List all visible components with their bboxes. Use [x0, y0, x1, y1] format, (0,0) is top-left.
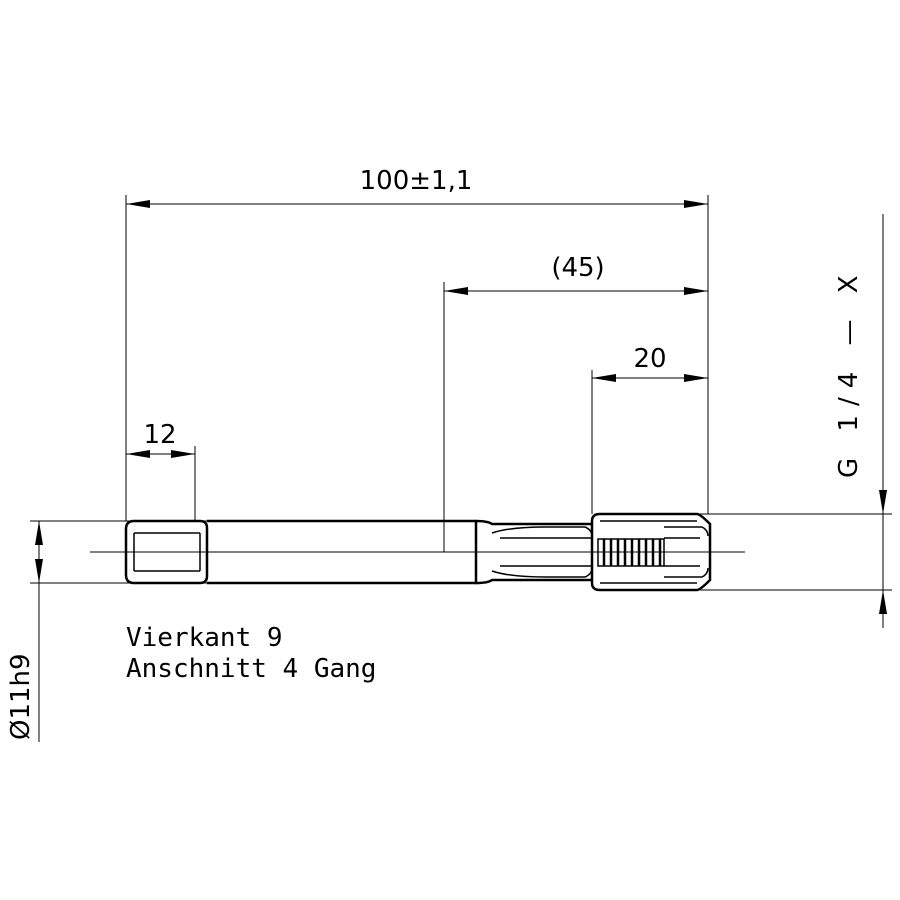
- thread-section: [590, 512, 712, 592]
- note-square-size: Vierkant 9: [126, 623, 283, 653]
- dim-shank-section: (45): [443, 253, 709, 552]
- dim-thread-length-label: 20: [633, 344, 666, 374]
- dim-square-length-label: 12: [143, 420, 176, 450]
- shank: [207, 519, 478, 585]
- dim-square-length: 12: [126, 420, 196, 521]
- notes: Vierkant 9 Anschnitt 4 Gang: [126, 623, 376, 684]
- flute-upper: [491, 526, 593, 537]
- note-chamfer: Anschnitt 4 Gang: [126, 654, 376, 684]
- thread-teeth: [597, 538, 665, 567]
- dim-overall-length-label: 100±1,1: [360, 166, 473, 196]
- dim-shank-diameter: Ø11h9: [6, 520, 207, 742]
- dim-thread-length: 20: [591, 344, 709, 514]
- dim-shank-diameter-label: Ø11h9: [6, 653, 36, 740]
- tap-body: [124, 512, 712, 592]
- dim-overall-length: 100±1,1: [125, 166, 709, 521]
- dim-thread-designation-label: G 1/4 — X: [834, 266, 864, 478]
- dim-shank-section-label: (45): [551, 253, 604, 283]
- dim-thread-designation: G 1/4 — X: [700, 214, 892, 628]
- flute-lower: [491, 567, 593, 578]
